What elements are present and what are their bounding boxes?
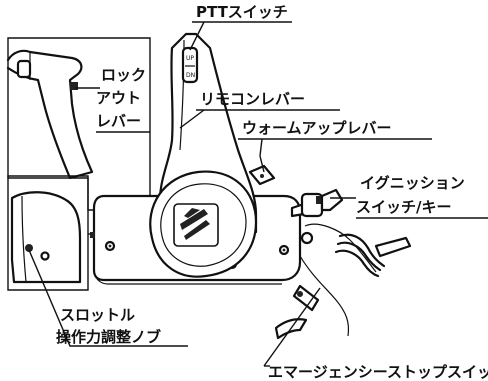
ignition-label-2: スイッチ/キー xyxy=(356,198,451,216)
ptt-up-label: UP xyxy=(186,55,194,62)
control-box-base-edge xyxy=(93,269,282,285)
throttle-knob xyxy=(25,244,33,252)
throttle-inset-edge xyxy=(21,195,27,283)
throttle-label-2: 操作力調整ノブ xyxy=(56,328,161,346)
warmup-leader xyxy=(259,155,265,173)
lanyard-coil-top xyxy=(338,233,386,268)
stop-switch-knob xyxy=(300,231,314,245)
lockout-inset: ロック アウト レバー xyxy=(6,37,151,211)
ptt-switch xyxy=(181,46,199,84)
throttle-inset-frame xyxy=(7,175,89,291)
lanyard-cord-upper xyxy=(304,223,377,273)
remote-lever-leader xyxy=(179,109,205,129)
emblem-s-top xyxy=(184,208,200,218)
ptt-dn-label: DN xyxy=(186,72,195,79)
lanyard-coil-mid xyxy=(336,241,382,272)
throttle-leader xyxy=(28,249,188,347)
warmup-leader-upper xyxy=(259,138,263,157)
ignition-label-1: イグニッション xyxy=(360,174,465,192)
ignition-key xyxy=(320,188,344,212)
throttle-inset-screw xyxy=(40,251,50,261)
lockout-lever-handle xyxy=(6,49,94,180)
housing-screw-right-center xyxy=(282,248,286,252)
throttle-knob-main xyxy=(90,232,95,238)
lanyard-rod xyxy=(374,236,412,258)
ignition-key-slot xyxy=(316,196,321,204)
lockout-lever-tab xyxy=(70,82,78,90)
lockout-label-3: レバー xyxy=(96,112,141,130)
warmup-label: ウォームアップレバー xyxy=(242,119,392,137)
housing-screw-left-center xyxy=(108,244,112,248)
emblem-s-middle xyxy=(180,209,208,230)
remote-lever-label: リモコンレバー xyxy=(200,90,305,108)
lockout-label-1: ロック xyxy=(101,66,146,84)
lanyard-tail xyxy=(299,255,350,337)
lockout-label-2: アウト xyxy=(96,89,141,107)
throttle-inset xyxy=(7,175,89,291)
ignition-switch xyxy=(290,188,356,218)
throttle-inset-body xyxy=(10,191,82,284)
lever-hub xyxy=(149,170,258,278)
warmup-lever xyxy=(248,155,276,186)
emergency-leader xyxy=(263,287,321,367)
stop-clip-pin xyxy=(297,291,303,297)
lanyard-coil-bottom xyxy=(334,249,380,278)
emergency-stop xyxy=(263,223,412,367)
warmup-lever-pin xyxy=(260,174,264,178)
lanyard-hook xyxy=(274,318,308,340)
emergency-label: エマージェンシーストップスイッチ xyxy=(268,363,488,381)
ptt-label: PTTスイッチ xyxy=(196,3,288,21)
emblem-s-bottom xyxy=(184,220,210,240)
ptt-leader xyxy=(189,21,205,51)
throttle-label-1: スロットル xyxy=(60,306,135,324)
lockout-button xyxy=(16,59,32,79)
hub-inner-ring xyxy=(160,183,247,267)
